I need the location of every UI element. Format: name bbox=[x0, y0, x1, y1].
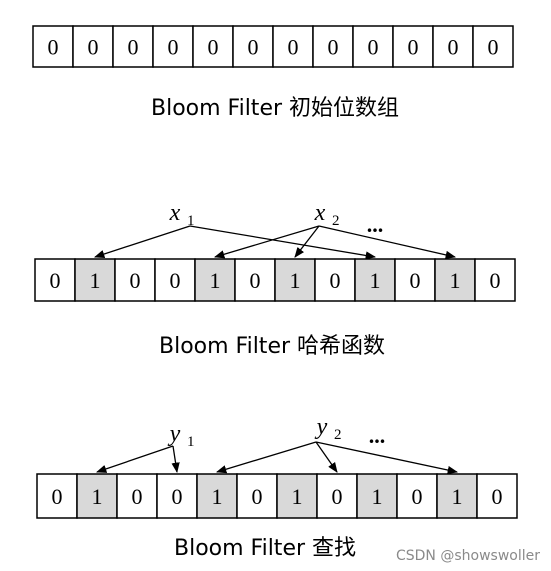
bit-cell bbox=[112, 25, 154, 68]
bit-value: 0 bbox=[492, 484, 503, 509]
bit-value: 1 bbox=[370, 268, 381, 293]
bit-cell bbox=[314, 258, 356, 302]
element-subscript: 2 bbox=[334, 427, 342, 443]
bit-cell bbox=[156, 473, 198, 519]
bit-value: 0 bbox=[52, 484, 63, 509]
bit-value: 0 bbox=[128, 35, 139, 60]
caption-lookup: Bloom Filter 查找 bbox=[174, 536, 356, 561]
bit-value: 0 bbox=[50, 268, 61, 293]
hash-arrow bbox=[294, 225, 320, 258]
bit-cell bbox=[312, 25, 354, 68]
hash-arrow bbox=[94, 225, 191, 259]
bit-value: 1 bbox=[290, 268, 301, 293]
bit-value: 0 bbox=[252, 484, 263, 509]
bit-cell bbox=[396, 473, 438, 519]
bit-cell bbox=[274, 258, 316, 302]
bit-cell bbox=[74, 258, 116, 302]
ellipsis-label: ... bbox=[367, 212, 384, 237]
bit-cell bbox=[192, 25, 234, 68]
bit-value: 0 bbox=[172, 484, 183, 509]
bit-value: 0 bbox=[488, 35, 499, 60]
bit-value: 1 bbox=[92, 484, 103, 509]
bit-value: 0 bbox=[168, 35, 179, 60]
bit-cell bbox=[472, 25, 514, 68]
bit-cell bbox=[394, 258, 436, 302]
bit-value: 0 bbox=[330, 268, 341, 293]
element-label: y bbox=[315, 414, 328, 440]
hash-arrow bbox=[216, 441, 317, 474]
bit-cell bbox=[196, 473, 238, 519]
caption-initial: Bloom Filter 初始位数组 bbox=[151, 96, 399, 121]
hash-arrow bbox=[189, 225, 377, 260]
bit-cell bbox=[272, 25, 314, 68]
bit-value: 0 bbox=[368, 35, 379, 60]
hash-arrow bbox=[315, 441, 338, 473]
bit-cell bbox=[232, 25, 274, 68]
bit-cell bbox=[154, 258, 196, 302]
hash-arrow bbox=[171, 445, 180, 474]
bit-value: 1 bbox=[210, 268, 221, 293]
ellipsis-label: ... bbox=[369, 423, 386, 448]
bit-cell bbox=[352, 25, 394, 68]
bit-value: 0 bbox=[170, 268, 181, 293]
element-subscript: 1 bbox=[187, 213, 195, 229]
bit-value: 0 bbox=[250, 268, 261, 293]
element-label: x bbox=[314, 200, 326, 226]
element-subscript: 2 bbox=[332, 213, 340, 229]
element-label: y bbox=[168, 421, 181, 447]
bit-cell bbox=[116, 473, 158, 519]
bit-value: 1 bbox=[212, 484, 223, 509]
element-label: x bbox=[169, 200, 181, 226]
bit-value: 0 bbox=[130, 268, 141, 293]
bit-value: 0 bbox=[88, 35, 99, 60]
element-subscript: 1 bbox=[187, 434, 195, 450]
bit-value: 0 bbox=[490, 268, 501, 293]
bit-value: 0 bbox=[410, 268, 421, 293]
hash-arrow bbox=[214, 225, 320, 259]
bit-value: 0 bbox=[208, 35, 219, 60]
bit-value: 1 bbox=[372, 484, 383, 509]
bit-value: 1 bbox=[90, 268, 101, 293]
hash-arrow bbox=[318, 225, 457, 259]
bit-cell bbox=[32, 25, 74, 68]
bit-cell bbox=[476, 473, 518, 519]
bit-cell bbox=[434, 258, 476, 302]
bit-value: 0 bbox=[288, 35, 299, 60]
bit-cell bbox=[36, 473, 78, 519]
bit-cell bbox=[474, 258, 516, 302]
bit-cell bbox=[392, 25, 434, 68]
hash-arrow bbox=[315, 441, 459, 475]
bit-value: 0 bbox=[332, 484, 343, 509]
bit-cell bbox=[34, 258, 76, 302]
panel-initial: 0 0 0 0 0 0 0 0 0 0 0 0 bbox=[32, 25, 514, 68]
bit-value: 1 bbox=[292, 484, 303, 509]
hash-arrow bbox=[96, 445, 174, 473]
bit-value: 0 bbox=[328, 35, 339, 60]
bit-value: 0 bbox=[408, 35, 419, 60]
watermark: CSDN @showswoller bbox=[396, 548, 540, 564]
bit-value: 0 bbox=[448, 35, 459, 60]
bit-cell bbox=[276, 473, 318, 519]
bit-value: 1 bbox=[450, 268, 461, 293]
bit-value: 0 bbox=[132, 484, 143, 509]
bit-value: 0 bbox=[48, 35, 59, 60]
bit-value: 1 bbox=[452, 484, 463, 509]
bit-cell bbox=[72, 25, 114, 68]
bit-cell bbox=[194, 258, 236, 302]
bit-cell bbox=[436, 473, 478, 519]
bit-value: 0 bbox=[412, 484, 423, 509]
caption-hash: Bloom Filter 哈希函数 bbox=[159, 334, 385, 359]
bit-value: 0 bbox=[248, 35, 259, 60]
